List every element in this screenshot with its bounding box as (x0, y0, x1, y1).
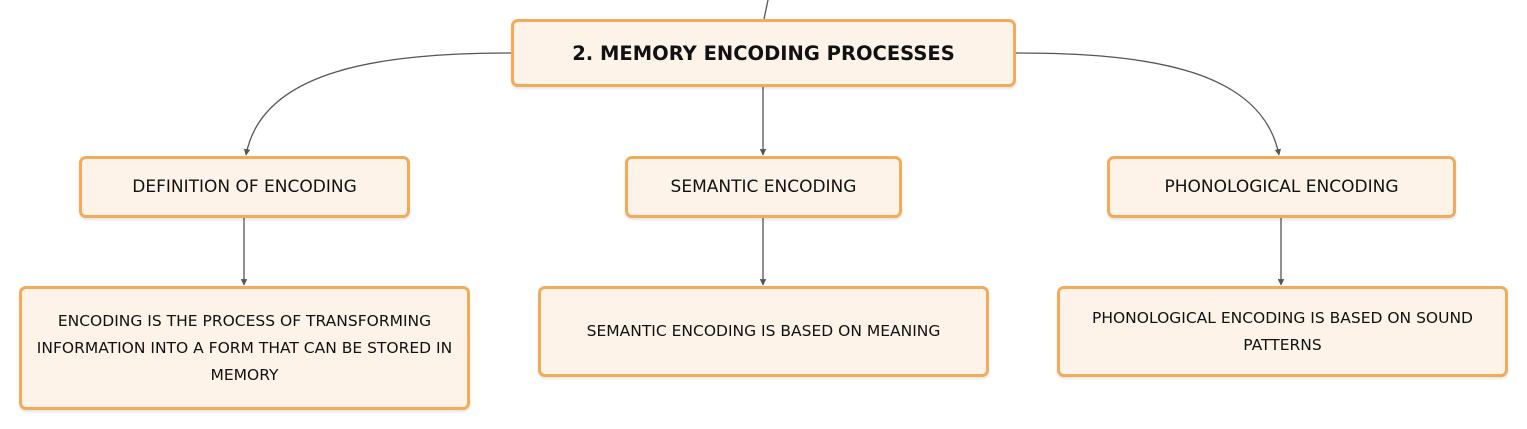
connector-root-to-definition (243, 52, 512, 156)
root-node[interactable]: 2. MEMORY ENCODING PROCESSES (511, 19, 1016, 87)
parent-connector (763, 0, 769, 20)
connector-root-to-phonological (1015, 52, 1282, 156)
definition-of-encoding-label: DEFINITION OF ENCODING (132, 177, 357, 197)
phonological-detail-node[interactable]: PHONOLOGICAL ENCODING IS BASED ON SOUND … (1057, 286, 1508, 377)
semantic-detail-node[interactable]: SEMANTIC ENCODING IS BASED ON MEANING (538, 286, 989, 377)
phonological-encoding-label: PHONOLOGICAL ENCODING (1164, 177, 1399, 197)
definition-detail-node[interactable]: ENCODING IS THE PROCESS OF TRANSFORMING … (19, 286, 470, 410)
semantic-encoding-label: SEMANTIC ENCODING (670, 177, 857, 197)
phonological-detail-text: PHONOLOGICAL ENCODING IS BASED ON SOUND … (1091, 308, 1473, 354)
phonological-encoding-node[interactable]: PHONOLOGICAL ENCODING (1107, 156, 1456, 218)
root-node-label: 2. MEMORY ENCODING PROCESSES (572, 41, 955, 65)
semantic-detail-text: SEMANTIC ENCODING IS BASED ON MEANING (586, 322, 941, 340)
definition-detail-text: ENCODING IS THE PROCESS OF TRANSFORMING … (36, 311, 453, 384)
semantic-encoding-node[interactable]: SEMANTIC ENCODING (625, 156, 902, 218)
definition-of-encoding-node[interactable]: DEFINITION OF ENCODING (79, 156, 410, 218)
